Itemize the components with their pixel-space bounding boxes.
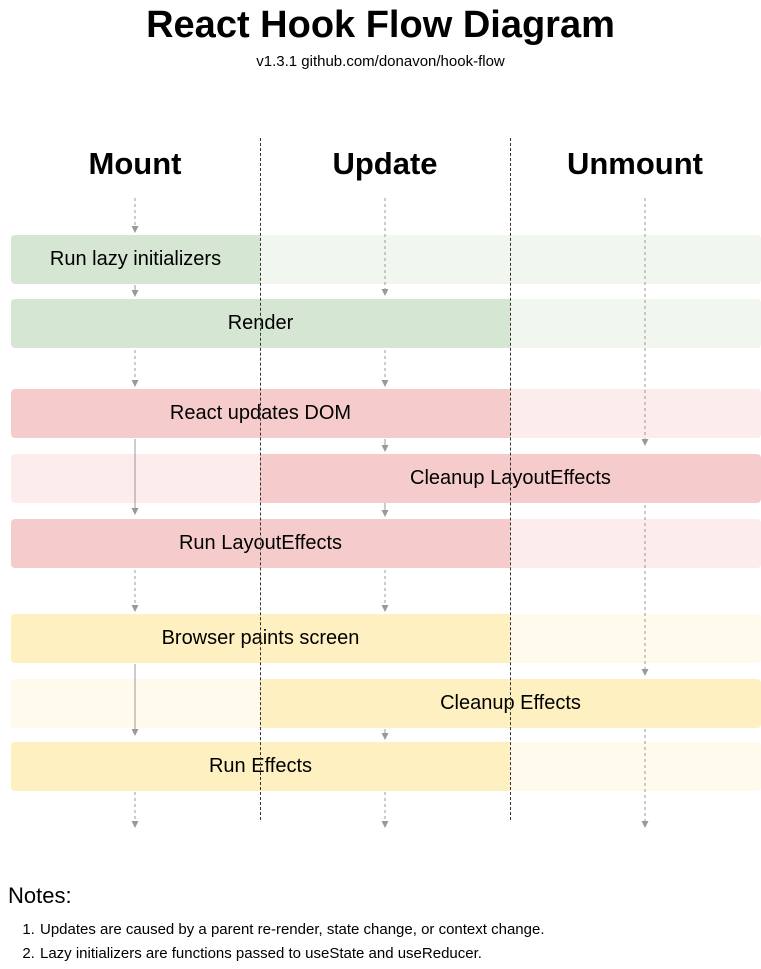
notes-list: Updates are caused by a parent re-render… (0, 918, 545, 966)
step-cell-update (260, 742, 510, 791)
step-cell-unmount (510, 299, 761, 348)
column-header-update: Update (332, 146, 438, 181)
step-cell-unmount (510, 679, 761, 728)
flow-arrow-icon (379, 503, 391, 517)
flow-arrow-icon (129, 350, 141, 387)
column-header-mount: Mount (88, 146, 182, 181)
step-cell-mount (11, 742, 260, 791)
flow-arrow-icon (129, 285, 141, 297)
step-cell-unmount (510, 454, 761, 503)
step-cell-unmount (510, 742, 761, 791)
notes-title: Notes: (8, 883, 72, 908)
step-label: Run lazy initializers (49, 248, 222, 270)
step-cell-update (260, 679, 510, 728)
step-cell-unmount (510, 235, 761, 284)
column-header-unmount: Unmount (566, 146, 704, 181)
flow-arrow-icon (379, 439, 391, 452)
flow-arrow-icon (379, 570, 391, 612)
diagram-title: React Hook Flow Diagram (146, 4, 615, 46)
flow-arrow-icon (379, 729, 391, 740)
step-row: Cleanup LayoutEffects (11, 454, 761, 503)
flow-arrow-icon (379, 792, 391, 828)
step-cell-update (260, 614, 510, 663)
step-cell-update (260, 389, 510, 438)
step-cell-update (260, 454, 510, 503)
column-separator (260, 138, 261, 820)
note-item: Updates are caused by a parent re-render… (39, 918, 545, 942)
flow-arrow-icon (379, 198, 391, 296)
flow-arrow-icon (379, 350, 391, 387)
note-item: Lazy initializers are functions passed t… (39, 942, 545, 966)
flow-arrow-icon (639, 505, 651, 676)
step-cell-mount (11, 614, 260, 663)
step-row: Cleanup Effects (11, 679, 761, 728)
step-cell-mount (11, 389, 260, 438)
step-cell-mount (11, 235, 260, 284)
flow-arrow-icon (129, 570, 141, 612)
step-cell-mount (11, 519, 260, 568)
flow-arrow-icon (129, 664, 141, 736)
step-row: Render (11, 299, 761, 348)
step-row: Run Effects (11, 742, 761, 791)
step-cell-unmount (510, 614, 761, 663)
step-cell-mount (11, 299, 260, 348)
flow-arrow-icon (639, 729, 651, 828)
flow-arrow-icon (639, 198, 651, 446)
step-cell-update (260, 299, 510, 348)
flow-arrow-icon (129, 198, 141, 233)
step-row: Browser paints screen (11, 614, 761, 663)
flow-arrow-icon (129, 792, 141, 828)
column-separator (510, 138, 511, 820)
flow-arrow-icon (129, 439, 141, 515)
step-row: Run LayoutEffects (11, 519, 761, 568)
step-cell-unmount (510, 519, 761, 568)
diagram-subtitle: v1.3.1 github.com/donavon/hook-flow (256, 53, 505, 70)
step-cell-update (260, 519, 510, 568)
step-cell-unmount (510, 389, 761, 438)
